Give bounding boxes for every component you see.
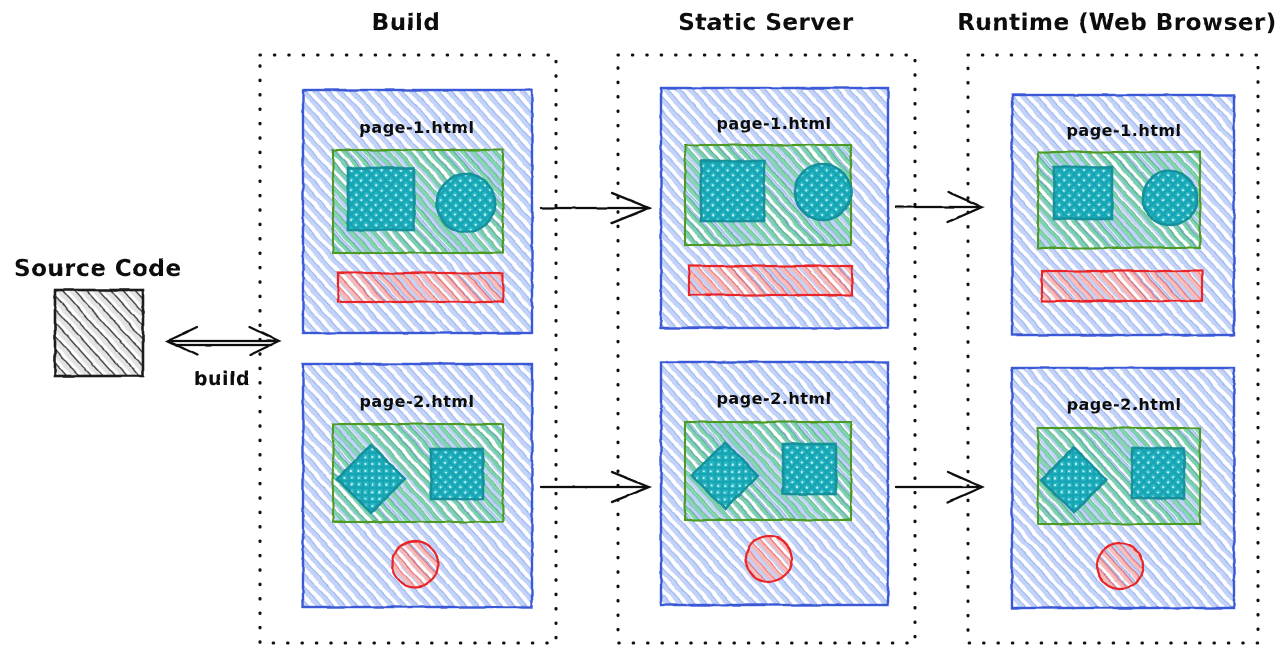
arrow-build-to-server-page-1 [539,191,653,225]
card-runtime-page-1[interactable]: page-1.html [1010,93,1236,337]
card-build-page-1[interactable]: page-1.html [301,88,534,335]
build-arrow-group [165,325,282,357]
build-edge-label: build [194,368,250,390]
column-boundary-runtime [966,53,1260,645]
card-title: page-2.html [1066,395,1181,414]
card-title: page-1.html [716,114,831,133]
teal-square [781,442,838,496]
red-circle [744,534,794,584]
red-bar [1040,269,1204,303]
card-title: page-1.html [1066,121,1181,140]
connector-arrows [539,190,985,504]
build-arrow-head-left [165,325,199,357]
teal-square [699,159,766,223]
card-build-page-2[interactable]: page-2.html [301,362,534,609]
red-bar [336,271,505,304]
teal-diamond [335,443,407,515]
card-server-page-1[interactable]: page-1.html [659,86,890,330]
column-titles: Build Static Server Runtime (Web Browser… [372,10,1277,36]
column-boundary-static-server [616,53,917,645]
teal-square [1052,165,1114,221]
column-boundaries [258,53,1260,645]
teal-diamond [1039,445,1109,515]
teal-square [346,166,416,232]
teal-square [1130,446,1186,500]
card-title: page-2.html [716,389,831,408]
red-circle [390,539,440,589]
teal-diamond [689,440,761,511]
arrow-build-to-server-page-2 [539,470,653,504]
card-title: page-1.html [359,118,474,137]
teal-circle [1141,169,1199,227]
column-boundary-build [258,53,558,645]
teal-circle [793,162,853,222]
red-circle [1095,541,1145,591]
source-code-label: Source Code [14,256,182,282]
teal-circle [435,172,497,234]
column-title-runtime: Runtime (Web Browser) [957,10,1277,36]
source-code-group: Source Code [14,256,182,378]
source-code-box [53,288,145,378]
card-runtime-page-2[interactable]: page-2.html [1010,366,1236,610]
red-bar [687,264,854,297]
teal-square [429,447,485,501]
column-title-build: Build [372,10,441,36]
card-server-page-2[interactable]: page-2.html [659,360,890,607]
arrow-server-to-runtime-page-1 [894,190,985,224]
card-title: page-2.html [359,392,474,411]
column-title-static-server: Static Server [678,10,854,36]
build-arrow-head-right [248,325,282,357]
arrow-server-to-runtime-page-2 [894,470,985,504]
